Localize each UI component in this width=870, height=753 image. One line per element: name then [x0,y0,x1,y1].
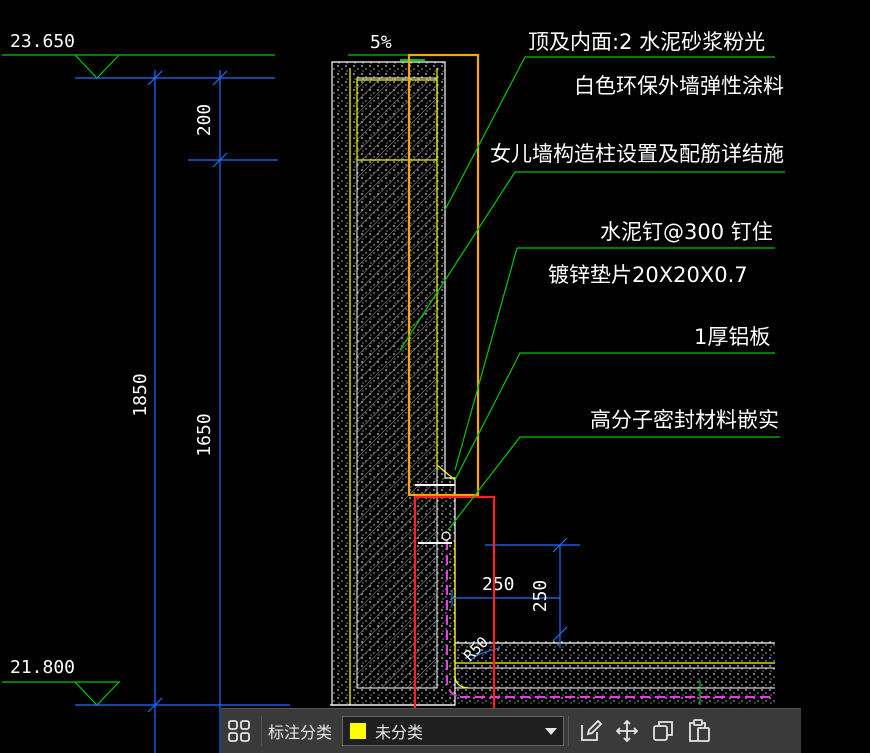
category-selected-value: 未分类 [375,723,424,742]
category-color-swatch [349,722,368,740]
toolbar-divider [261,716,262,746]
annotation-column: 女儿墙构造柱设置及配筋详结施 [490,142,784,166]
dimension-200-label: 200 [194,104,215,137]
dimension-1650-label: 1650 [194,413,215,456]
annotation-coating: 白色环保外墙弹性涂料 [574,74,784,98]
move-icon[interactable] [609,713,645,749]
dimension-250-horizontal-label: 250 [482,574,515,595]
toolbar-divider [568,716,570,746]
annotation-grid-icon[interactable] [221,713,257,749]
selection-box-orange[interactable] [407,53,480,497]
edit-icon[interactable] [573,713,609,749]
annotation-toolbar: 标注分类 未分类 [221,708,801,753]
elevation-marker-top: 23.650 [2,31,275,79]
paste-icon[interactable] [681,713,717,749]
aluminum-flashing [415,464,456,544]
elevation-bottom-label: 21.800 [10,657,75,678]
slope-label: 5% [370,32,392,53]
dimension-1850-label: 1850 [130,373,151,416]
annotation-nail: 水泥钉@300 钉住 [600,220,773,244]
annotation-aluminum: 1厚铝板 [694,325,770,349]
roof-slab [446,540,775,705]
elevation-top-label: 23.650 [10,31,75,52]
copy-icon[interactable] [645,713,681,749]
annotation-category-label: 标注分类 [268,723,333,742]
chevron-down-icon [545,727,558,735]
elevation-marker-bottom: 21.800 [2,657,290,706]
annotation-category-dropdown[interactable]: 未分类 [342,716,565,746]
dimension-250-vertical-label: 250 [530,580,551,613]
annotation-sealant: 高分子密封材料嵌实 [590,408,779,432]
dimension-chain-left [147,70,278,753]
annotation-finish: 顶及内面:2 水泥砂浆粉光 [528,30,765,54]
annotation-washer: 镀锌垫片20X20X0.7 [548,263,748,287]
parapet-wall [330,61,456,706]
dimension-250-group [451,537,580,648]
annotation-group: 顶及内面:2 水泥砂浆粉光 白色环保外墙弹性涂料 女儿墙构造柱设置及配筋详结施 … [490,30,784,432]
leader-lines [399,56,785,531]
